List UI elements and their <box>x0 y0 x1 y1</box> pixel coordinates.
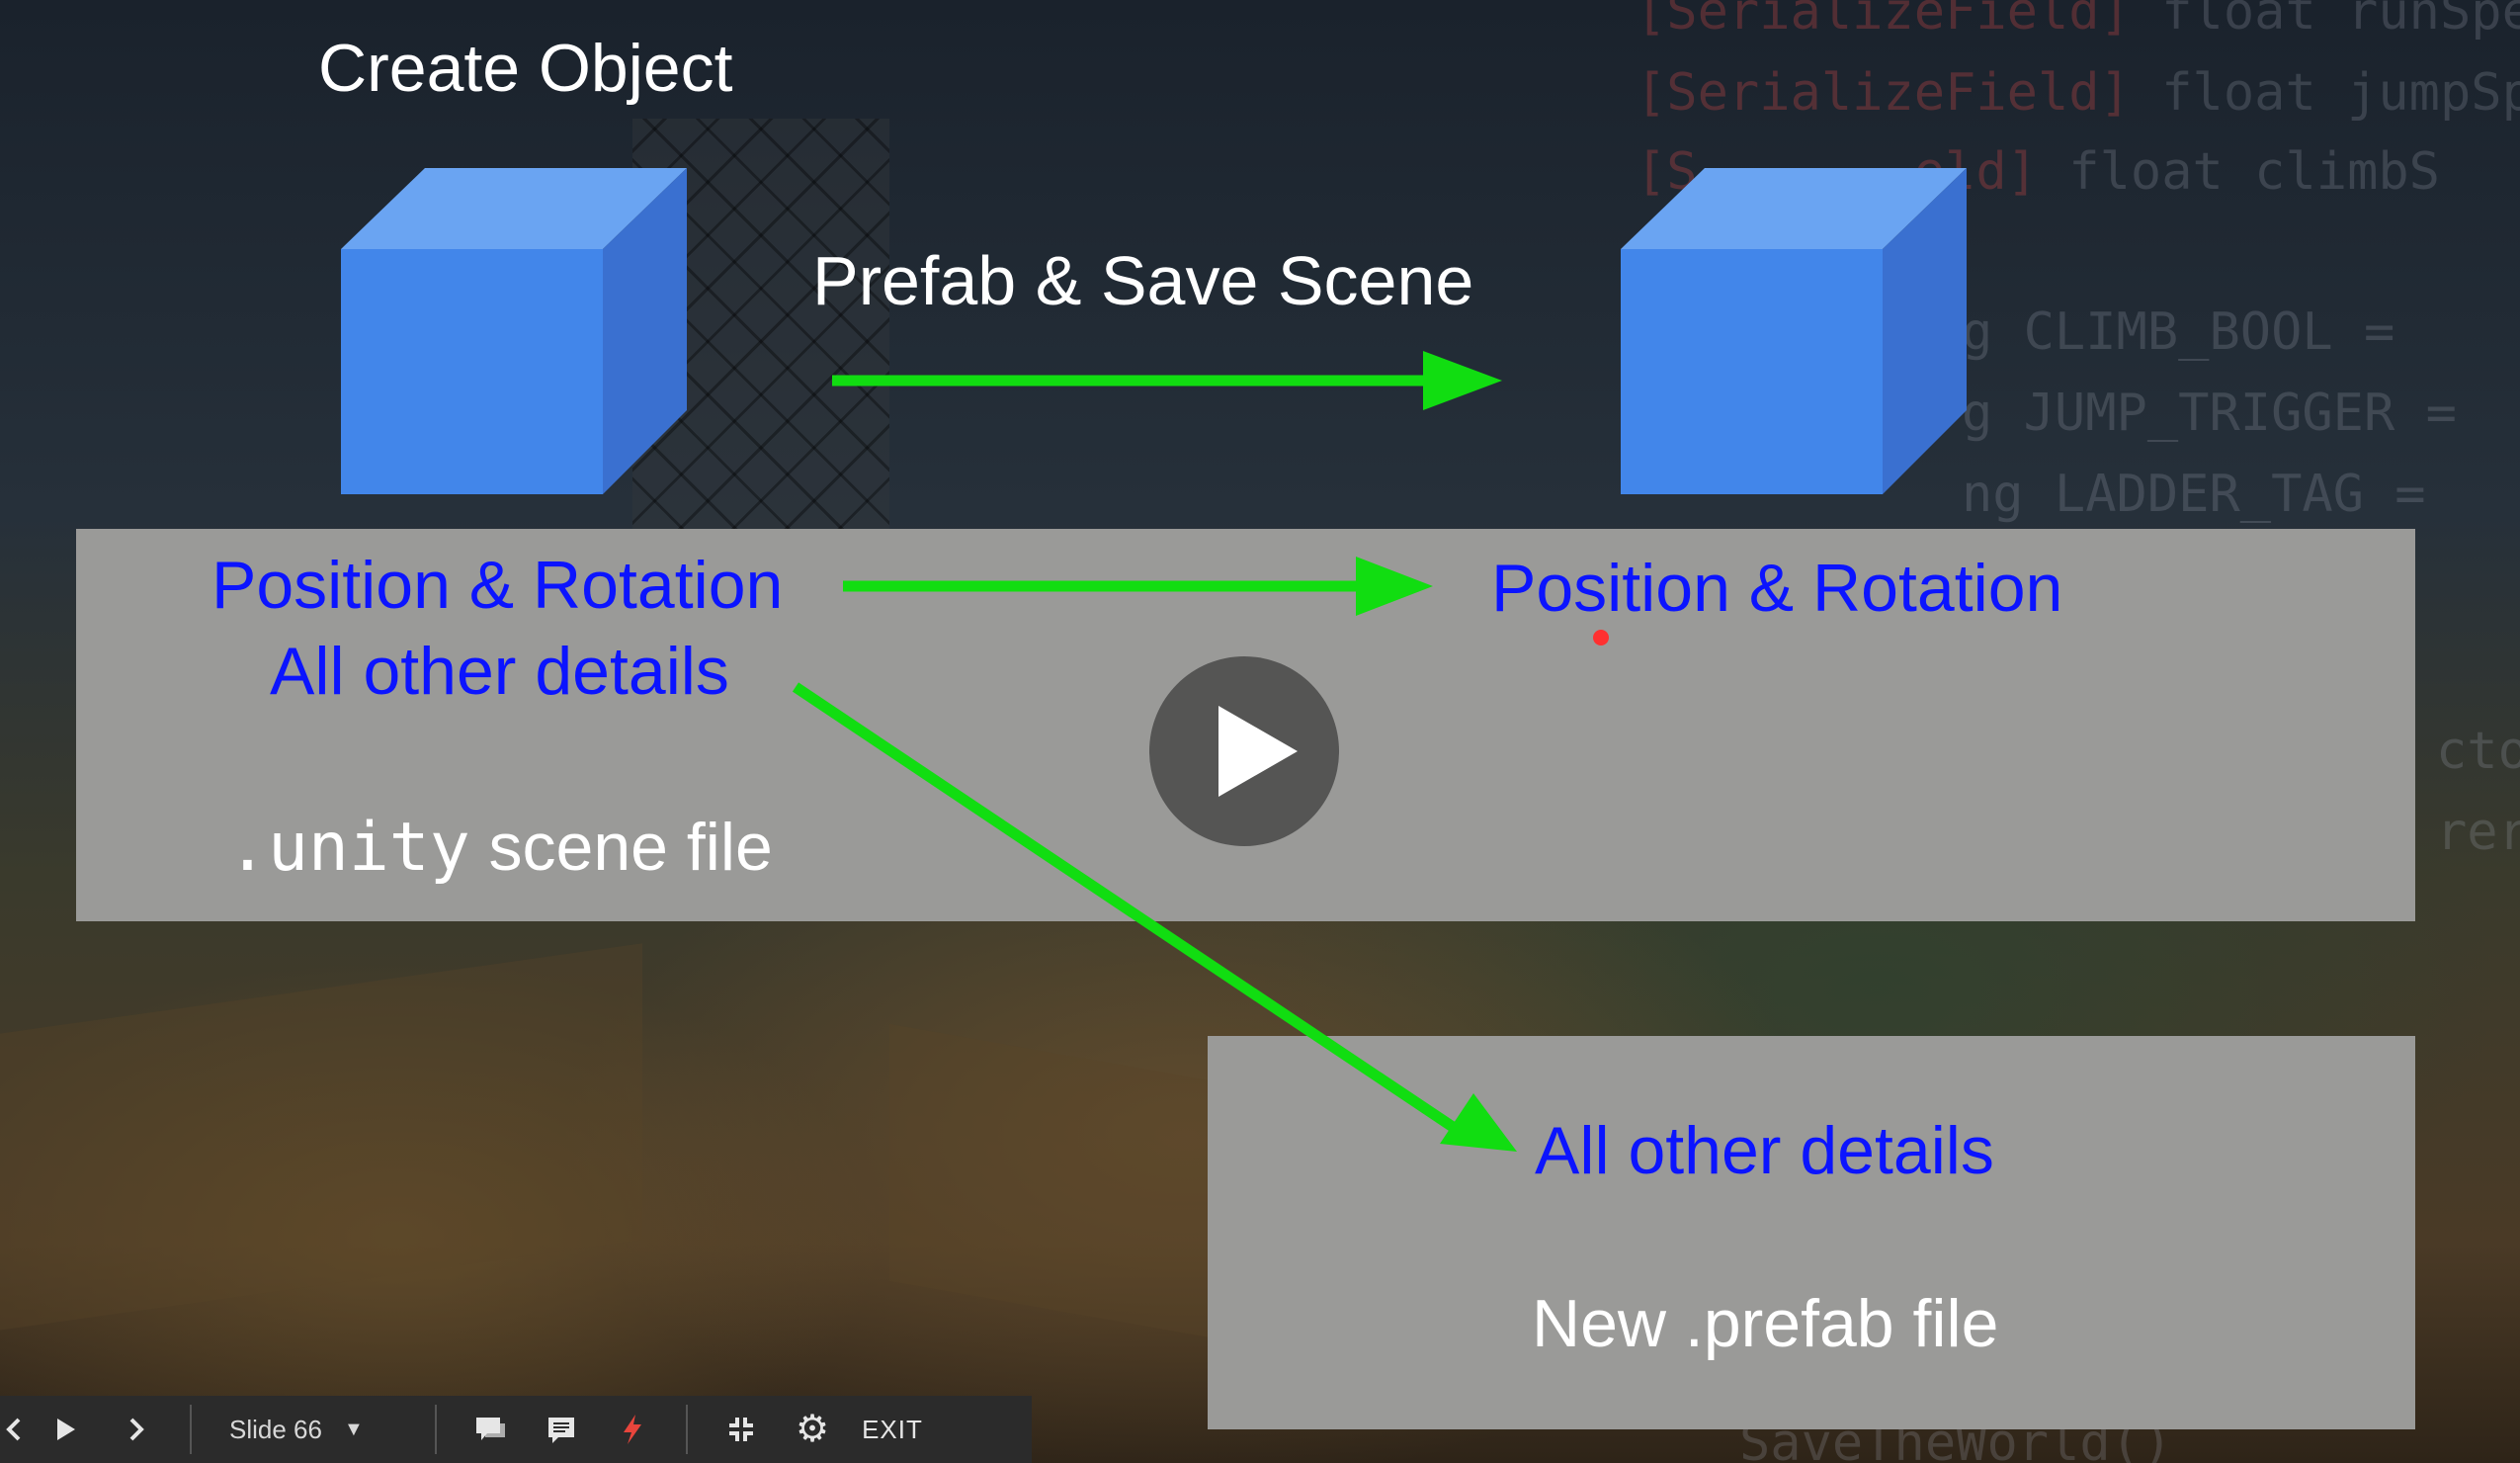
toolbar-divider <box>190 1405 192 1454</box>
start-slideshow-button[interactable] <box>30 1396 101 1463</box>
background-code-line: [SerializeField] float jumpSp <box>1636 63 2520 123</box>
background-code-line: g CLIMB_BOOL = <box>1962 302 2395 362</box>
exit-button[interactable]: EXIT <box>862 1414 923 1444</box>
slide-title: Create Object <box>318 31 733 106</box>
prev-icon <box>6 1418 21 1441</box>
prefab-save-scene-label: Prefab & Save Scene <box>812 242 1474 319</box>
scene-file-label: .unity scene file <box>227 809 773 887</box>
scene-other-details-text: All other details <box>270 634 729 709</box>
background-code-line: cto <box>2436 722 2520 781</box>
slide-selector[interactable]: Slide 66 ▼ <box>210 1396 417 1463</box>
video-play-button[interactable] <box>1149 656 1339 846</box>
prefab-other-details-text: All other details <box>1535 1113 1994 1188</box>
next-icon <box>129 1418 144 1441</box>
source-cube <box>341 168 687 494</box>
caret-down-icon: ▼ <box>343 1418 364 1440</box>
exit-fullscreen-button[interactable] <box>706 1396 777 1463</box>
scene-file-word: scene file <box>488 810 773 885</box>
toolbar-divider <box>435 1405 437 1454</box>
laser-pointer-button[interactable] <box>597 1396 668 1463</box>
comments-button[interactable] <box>455 1396 526 1463</box>
prefab-cube <box>1621 168 1967 494</box>
background-code-line: g JUMP_TRIGGER = <box>1962 384 2457 443</box>
slide-number-label: Slide 66 <box>229 1414 322 1444</box>
gear-icon: ⚙ <box>795 1409 830 1450</box>
background-code-line: [SerializeField] float runSpe <box>1636 0 2520 42</box>
notes-icon <box>548 1418 574 1443</box>
presentation-toolbar: Slide 66 ▼ ⚙ EXIT <box>0 1396 1032 1463</box>
prefab-position-rotation-text: Position & Rotation <box>1491 551 2063 626</box>
laser-pointer-dot <box>1593 630 1609 645</box>
speaker-notes-button[interactable] <box>526 1396 597 1463</box>
other-details-arrow <box>792 682 1517 1152</box>
unity-extension: .unity <box>227 809 470 887</box>
prev-slide-button[interactable] <box>0 1396 30 1463</box>
prefab-file-label: New .prefab file <box>1532 1286 1999 1361</box>
laser-icon <box>624 1415 641 1444</box>
background-code-line: rer <box>2436 803 2520 862</box>
play-icon <box>57 1419 75 1440</box>
toolbar-divider <box>686 1405 688 1454</box>
prefab-save-arrow <box>832 351 1502 410</box>
background-code-line: ng LADDER_TAG = <box>1962 465 2426 524</box>
play-icon <box>1218 706 1298 797</box>
scene-position-rotation-text: Position & Rotation <box>211 548 784 623</box>
settings-button[interactable]: ⚙ <box>777 1396 848 1463</box>
comment-icon <box>476 1418 505 1440</box>
fullscreen-exit-icon <box>729 1418 753 1441</box>
next-slide-button[interactable] <box>101 1396 172 1463</box>
position-rotation-arrow <box>843 557 1433 616</box>
